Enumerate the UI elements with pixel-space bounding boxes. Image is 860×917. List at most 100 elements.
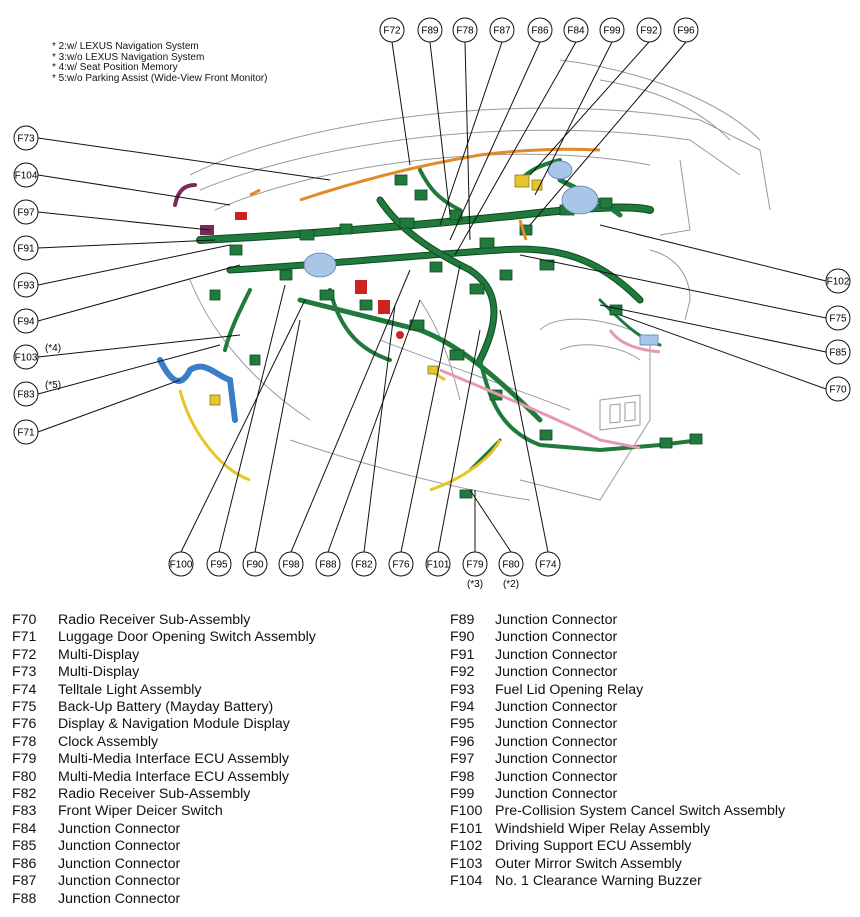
legend-code: F103 <box>450 855 483 872</box>
callout-circle <box>351 551 377 577</box>
callout-f85: F85 <box>825 339 851 365</box>
leader-line <box>454 41 577 256</box>
legend-description: Junction Connector <box>495 751 618 768</box>
legend-description: Multi-Media Interface ECU Assembly <box>58 768 290 785</box>
callout-circle <box>825 268 851 294</box>
callout-text: F103 <box>15 353 38 364</box>
leader-line <box>218 284 286 553</box>
callout-f79: F79 <box>462 551 488 577</box>
legend-code: F96 <box>450 733 475 750</box>
red-connectors <box>235 212 404 339</box>
legend-code: F74 <box>12 681 37 698</box>
legend-code: F88 <box>12 890 37 907</box>
leader-line <box>439 41 503 226</box>
callout-f76: F76 <box>388 551 414 577</box>
callout-circle <box>13 344 39 370</box>
note-5: * 5:w/o Parking Assist (Wide-View Front … <box>52 72 268 84</box>
legend-description: Display & Navigation Module Display <box>58 716 290 733</box>
callout-text: F88 <box>319 560 337 571</box>
callout-text: F84 <box>567 26 585 37</box>
legend-description: Clock Assembly <box>58 733 159 750</box>
callout-text: F82 <box>355 560 373 571</box>
callout-circle <box>242 551 268 577</box>
legend-code: F70 <box>12 612 37 628</box>
callout-text: F93 <box>17 281 35 292</box>
legend-description: Fuel Lid Opening Relay <box>495 681 644 698</box>
legend-description: Junction Connector <box>58 873 181 890</box>
legend-code: F75 <box>12 699 37 716</box>
leader-line <box>437 329 481 553</box>
callout-f75: F75 <box>825 305 851 331</box>
callout-f90: F90 <box>242 551 268 577</box>
callout-f70: F70 <box>825 376 851 402</box>
callout-f80: F80 <box>498 551 524 577</box>
legend-code: F91 <box>450 646 475 663</box>
legend-code: F85 <box>12 838 37 855</box>
legend-description: Outer Mirror Switch Assembly <box>495 855 682 872</box>
callout-f93: F93 <box>13 272 39 298</box>
legend-description: Front Wiper Deicer Switch <box>58 803 223 820</box>
legend-code: F82 <box>12 786 37 803</box>
callout-circle <box>379 17 405 43</box>
callout-circle <box>527 17 553 43</box>
legend-description: Driving Support ECU Assembly <box>495 838 692 855</box>
callout-text: F78 <box>456 26 474 37</box>
legend-code: F99 <box>450 786 475 803</box>
legend-description: Multi-Media Interface ECU Assembly <box>58 751 290 768</box>
callout-circle <box>13 235 39 261</box>
leader-line <box>254 319 301 553</box>
callout-f104: F104 <box>13 162 39 188</box>
callout-f103: F103 <box>13 344 39 370</box>
callout-text: F83 <box>17 390 35 401</box>
legend-code: F98 <box>450 768 475 785</box>
legend-code: F87 <box>12 873 37 890</box>
callout-circle <box>315 551 341 577</box>
callout-text: F101 <box>427 560 450 571</box>
leader-line <box>37 334 241 358</box>
legend-description: Junction Connector <box>495 716 618 733</box>
legend-code: F79 <box>12 751 37 768</box>
callout-circle <box>489 17 515 43</box>
legend-description: Junction Connector <box>495 629 618 646</box>
callout-text: F92 <box>640 26 658 37</box>
note-3: * 3:w/o LEXUS Navigation System <box>52 51 205 63</box>
callout-text: F91 <box>17 244 35 255</box>
callout-circle <box>13 125 39 151</box>
legend-row: F79 Multi-Media Interface ECU Assembly <box>12 751 316 768</box>
blue-harness <box>157 357 238 423</box>
legend-code: F94 <box>450 699 475 716</box>
callout-f71: F71 <box>13 419 39 445</box>
callout-f82: F82 <box>351 551 377 577</box>
legend-description: Junction Connector <box>495 733 618 750</box>
callout-f91: F91 <box>13 235 39 261</box>
leader-line <box>37 264 241 322</box>
callout-f74: F74 <box>535 551 561 577</box>
legend-code: F95 <box>450 716 475 733</box>
leader-line <box>519 254 827 319</box>
callout-text: F94 <box>17 317 35 328</box>
leader-line <box>37 239 216 249</box>
legend-row: F82 Radio Receiver Sub-Assembly <box>12 786 316 803</box>
callout-text: F97 <box>17 208 35 219</box>
leader-line <box>363 304 396 553</box>
legend-description: Radio Receiver Sub-Assembly <box>58 786 251 803</box>
callout-f86: F86 <box>527 17 553 43</box>
legend-description: Windshield Wiper Relay Assembly <box>495 820 711 837</box>
legend-row: F103 Outer Mirror Switch Assembly <box>450 856 785 873</box>
legend-code: F104 <box>450 873 483 890</box>
legend-code: F102 <box>450 838 483 855</box>
callout-text: F87 <box>493 26 511 37</box>
